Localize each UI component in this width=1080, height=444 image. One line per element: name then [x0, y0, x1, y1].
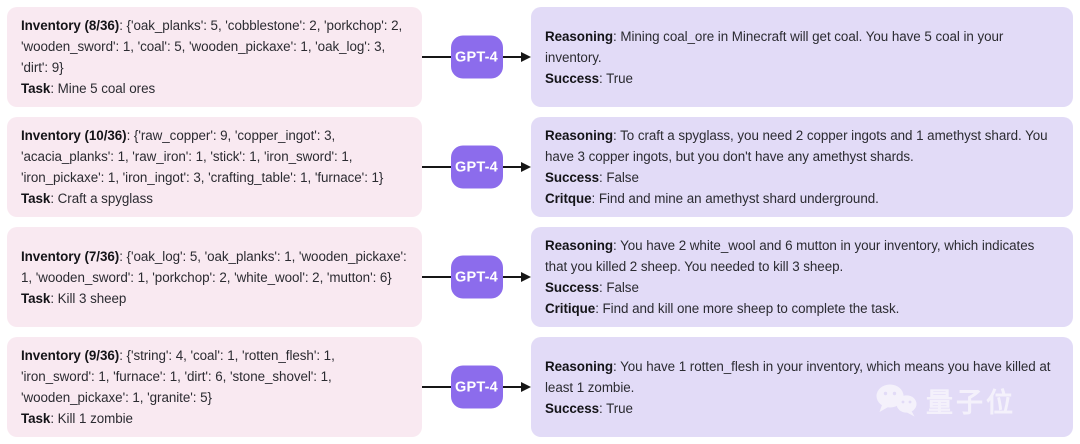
success-value: : False [599, 280, 639, 295]
task-value: : Kill 3 sheep [50, 290, 127, 306]
example-row-1: Inventory (8/36): {'oak_planks': 5, 'cob… [7, 7, 1073, 107]
reasoning-value: : Mining coal_ore in Minecraft will get … [545, 28, 1004, 65]
arrowhead-icon [521, 382, 531, 392]
reasoning-label: Reasoning [545, 28, 614, 44]
inventory-value: : {'oak_log': 5, 'oak_planks': 1, 'woode… [21, 248, 407, 285]
inventory-line: Inventory (10/36): {'raw_copper': 9, 'co… [21, 125, 408, 188]
reasoning-line: Reasoning: You have 1 rotten_flesh in yo… [545, 356, 1059, 398]
reasoning-line: Reasoning: Mining coal_ore in Minecraft … [545, 26, 1059, 68]
inventory-task-box-1: Inventory (8/36): {'oak_planks': 5, 'cob… [7, 7, 422, 107]
task-line: Task: Mine 5 coal ores [21, 78, 408, 99]
inventory-label: Inventory (7/36) [21, 248, 120, 264]
success-label: Success [545, 170, 599, 185]
inventory-task-box-2: Inventory (10/36): {'raw_copper': 9, 'co… [7, 117, 422, 217]
reasoning-label: Reasoning [545, 358, 614, 374]
reasoning-value: : You have 2 white_wool and 6 mutton in … [545, 238, 1035, 274]
task-value: : Craft a spyglass [50, 191, 153, 206]
connector-2: GPT-4 [422, 117, 531, 217]
critique-label: Critique [545, 301, 596, 316]
inventory-label: Inventory (9/36) [21, 348, 120, 363]
reasoning-value: : To craft a spyglass, you need 2 copper… [545, 128, 1048, 164]
inventory-line: Inventory (9/36): {'string': 4, 'coal': … [21, 345, 408, 408]
result-box-4: Reasoning: You have 1 rotten_flesh in yo… [531, 337, 1073, 437]
gpt4-badge: GPT-4 [450, 365, 503, 409]
task-label: Task [21, 411, 51, 426]
example-row-2: Inventory (10/36): {'raw_copper': 9, 'co… [7, 117, 1073, 217]
inventory-value: : {'raw_copper': 9, 'copper_ingot': 3, '… [21, 128, 384, 185]
critique-label: Critque [545, 191, 592, 206]
critique-value: : Find and mine an amethyst shard underg… [591, 191, 879, 206]
task-label: Task [21, 290, 51, 306]
inventory-task-box-3: Inventory (7/36): {'oak_log': 5, 'oak_pl… [7, 227, 422, 327]
task-line: Task: Craft a spyglass [21, 188, 408, 209]
success-value: : True [599, 400, 633, 416]
critique-line: Critque: Find and mine an amethyst shard… [545, 188, 1059, 209]
example-row-4: Inventory (9/36): {'string': 4, 'coal': … [7, 337, 1073, 437]
inventory-task-box-4: Inventory (9/36): {'string': 4, 'coal': … [7, 337, 422, 437]
success-line: Success: False [545, 277, 1059, 298]
arrowhead-icon [521, 52, 531, 62]
connector-4: GPT-4 [422, 337, 531, 437]
result-box-1: Reasoning: Mining coal_ore in Minecraft … [531, 7, 1073, 107]
reasoning-label: Reasoning [545, 238, 614, 253]
task-value: : Kill 1 zombie [50, 411, 133, 426]
arrowhead-icon [521, 272, 531, 282]
inventory-label: Inventory (8/36) [21, 18, 120, 33]
result-box-3: Reasoning: You have 2 white_wool and 6 m… [531, 227, 1073, 327]
reasoning-label: Reasoning [545, 128, 614, 143]
task-label: Task [21, 81, 51, 96]
success-label: Success [545, 70, 599, 86]
success-line: Success: False [545, 167, 1059, 188]
inventory-value: : {'oak_planks': 5, 'cobblestone': 2, 'p… [21, 18, 403, 75]
reasoning-value: : You have 1 rotten_flesh in your invent… [545, 358, 1051, 395]
success-label: Success [545, 400, 599, 416]
success-value: : False [599, 170, 639, 185]
inventory-label: Inventory (10/36) [21, 128, 127, 143]
success-line: Success: True [545, 68, 1059, 89]
critique-line: Critique: Find and kill one more sheep t… [545, 298, 1059, 319]
reasoning-line: Reasoning: You have 2 white_wool and 6 m… [545, 235, 1059, 277]
connector-1: GPT-4 [422, 7, 531, 107]
inventory-line: Inventory (8/36): {'oak_planks': 5, 'cob… [21, 15, 408, 78]
inventory-value: : {'string': 4, 'coal': 1, 'rotten_flesh… [21, 348, 335, 405]
success-line: Success: True [545, 398, 1059, 419]
task-line: Task: Kill 1 zombie [21, 408, 408, 429]
connector-3: GPT-4 [422, 227, 531, 327]
result-box-2: Reasoning: To craft a spyglass, you need… [531, 117, 1073, 217]
gpt4-badge: GPT-4 [450, 145, 503, 189]
gpt4-badge: GPT-4 [450, 255, 503, 299]
gpt4-badge: GPT-4 [450, 35, 503, 79]
task-line: Task: Kill 3 sheep [21, 288, 408, 309]
critique-value: : Find and kill one more sheep to comple… [595, 301, 900, 316]
success-label: Success [545, 280, 599, 295]
arrowhead-icon [521, 162, 531, 172]
example-row-3: Inventory (7/36): {'oak_log': 5, 'oak_pl… [7, 227, 1073, 327]
reasoning-line: Reasoning: To craft a spyglass, you need… [545, 125, 1059, 167]
success-value: : True [599, 70, 633, 86]
inventory-line: Inventory (7/36): {'oak_log': 5, 'oak_pl… [21, 246, 408, 288]
task-label: Task [21, 191, 51, 206]
task-value: : Mine 5 coal ores [50, 81, 156, 96]
